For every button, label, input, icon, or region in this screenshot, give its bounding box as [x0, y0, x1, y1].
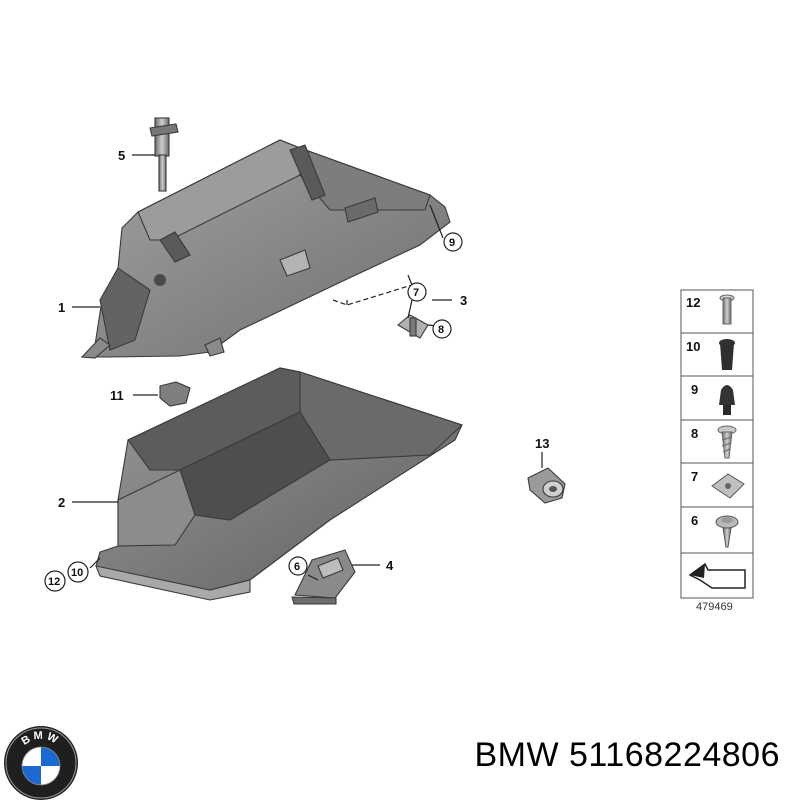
- expanding-rivet-icon: [719, 339, 735, 370]
- callout-13: 13: [535, 436, 549, 451]
- damper-part: [149, 117, 179, 192]
- legend-label-9: 9: [691, 382, 698, 397]
- callout-5: 5: [118, 148, 125, 163]
- svg-text:BMW: BMW: [19, 730, 62, 748]
- clip-nut-part: [397, 314, 429, 339]
- callout-6: 6: [294, 561, 300, 573]
- callout-1: 1: [58, 300, 65, 315]
- bmw-roundel-icon: BMW: [4, 726, 78, 800]
- callout-4: 4: [386, 558, 394, 573]
- fastener-legend: 12 10 9 8 7 6: [680, 289, 754, 613]
- glovebox-housing-part: [80, 139, 451, 359]
- callout-3: 3: [460, 293, 467, 308]
- screw-icon: [717, 425, 737, 459]
- callout-7: 7: [413, 287, 419, 299]
- legend-label-8: 8: [691, 426, 698, 441]
- brand-name: BMW: [474, 736, 560, 774]
- callout-8: 8: [438, 324, 444, 336]
- callout-2: 2: [58, 495, 65, 510]
- bmw-logo: BMW: [3, 725, 79, 801]
- glovebox-drawer-part: [95, 367, 464, 601]
- push-pin-icon: [719, 294, 735, 325]
- rubber-bumper-icon: [719, 385, 735, 415]
- leader-lines: [72, 154, 543, 581]
- diagram-code: 479469: [696, 601, 733, 613]
- legend-label-10: 10: [686, 339, 700, 354]
- lock-cylinder-part: [527, 467, 566, 504]
- callout-9: 9: [449, 237, 455, 249]
- callout-10: 10: [71, 567, 83, 579]
- legend-label-12: 12: [686, 295, 700, 310]
- callout-labels: 1 2 3 4 5 11 13 9 7 8 6 10 12: [44, 148, 549, 592]
- clip-nut-icon: [711, 473, 745, 499]
- callout-12: 12: [48, 576, 60, 588]
- part-number: 51168224806: [569, 736, 780, 774]
- legend-label-6: 6: [691, 513, 698, 528]
- legend-label-7: 7: [691, 469, 698, 484]
- callout-11: 11: [110, 388, 124, 403]
- diagram-ref-arrow-icon: [688, 562, 746, 589]
- footer-caption: BMW 51168224806: [474, 736, 780, 775]
- flange-screw-icon: [715, 515, 739, 548]
- bracket-part: [159, 381, 191, 407]
- latch-handle-part: [291, 549, 356, 605]
